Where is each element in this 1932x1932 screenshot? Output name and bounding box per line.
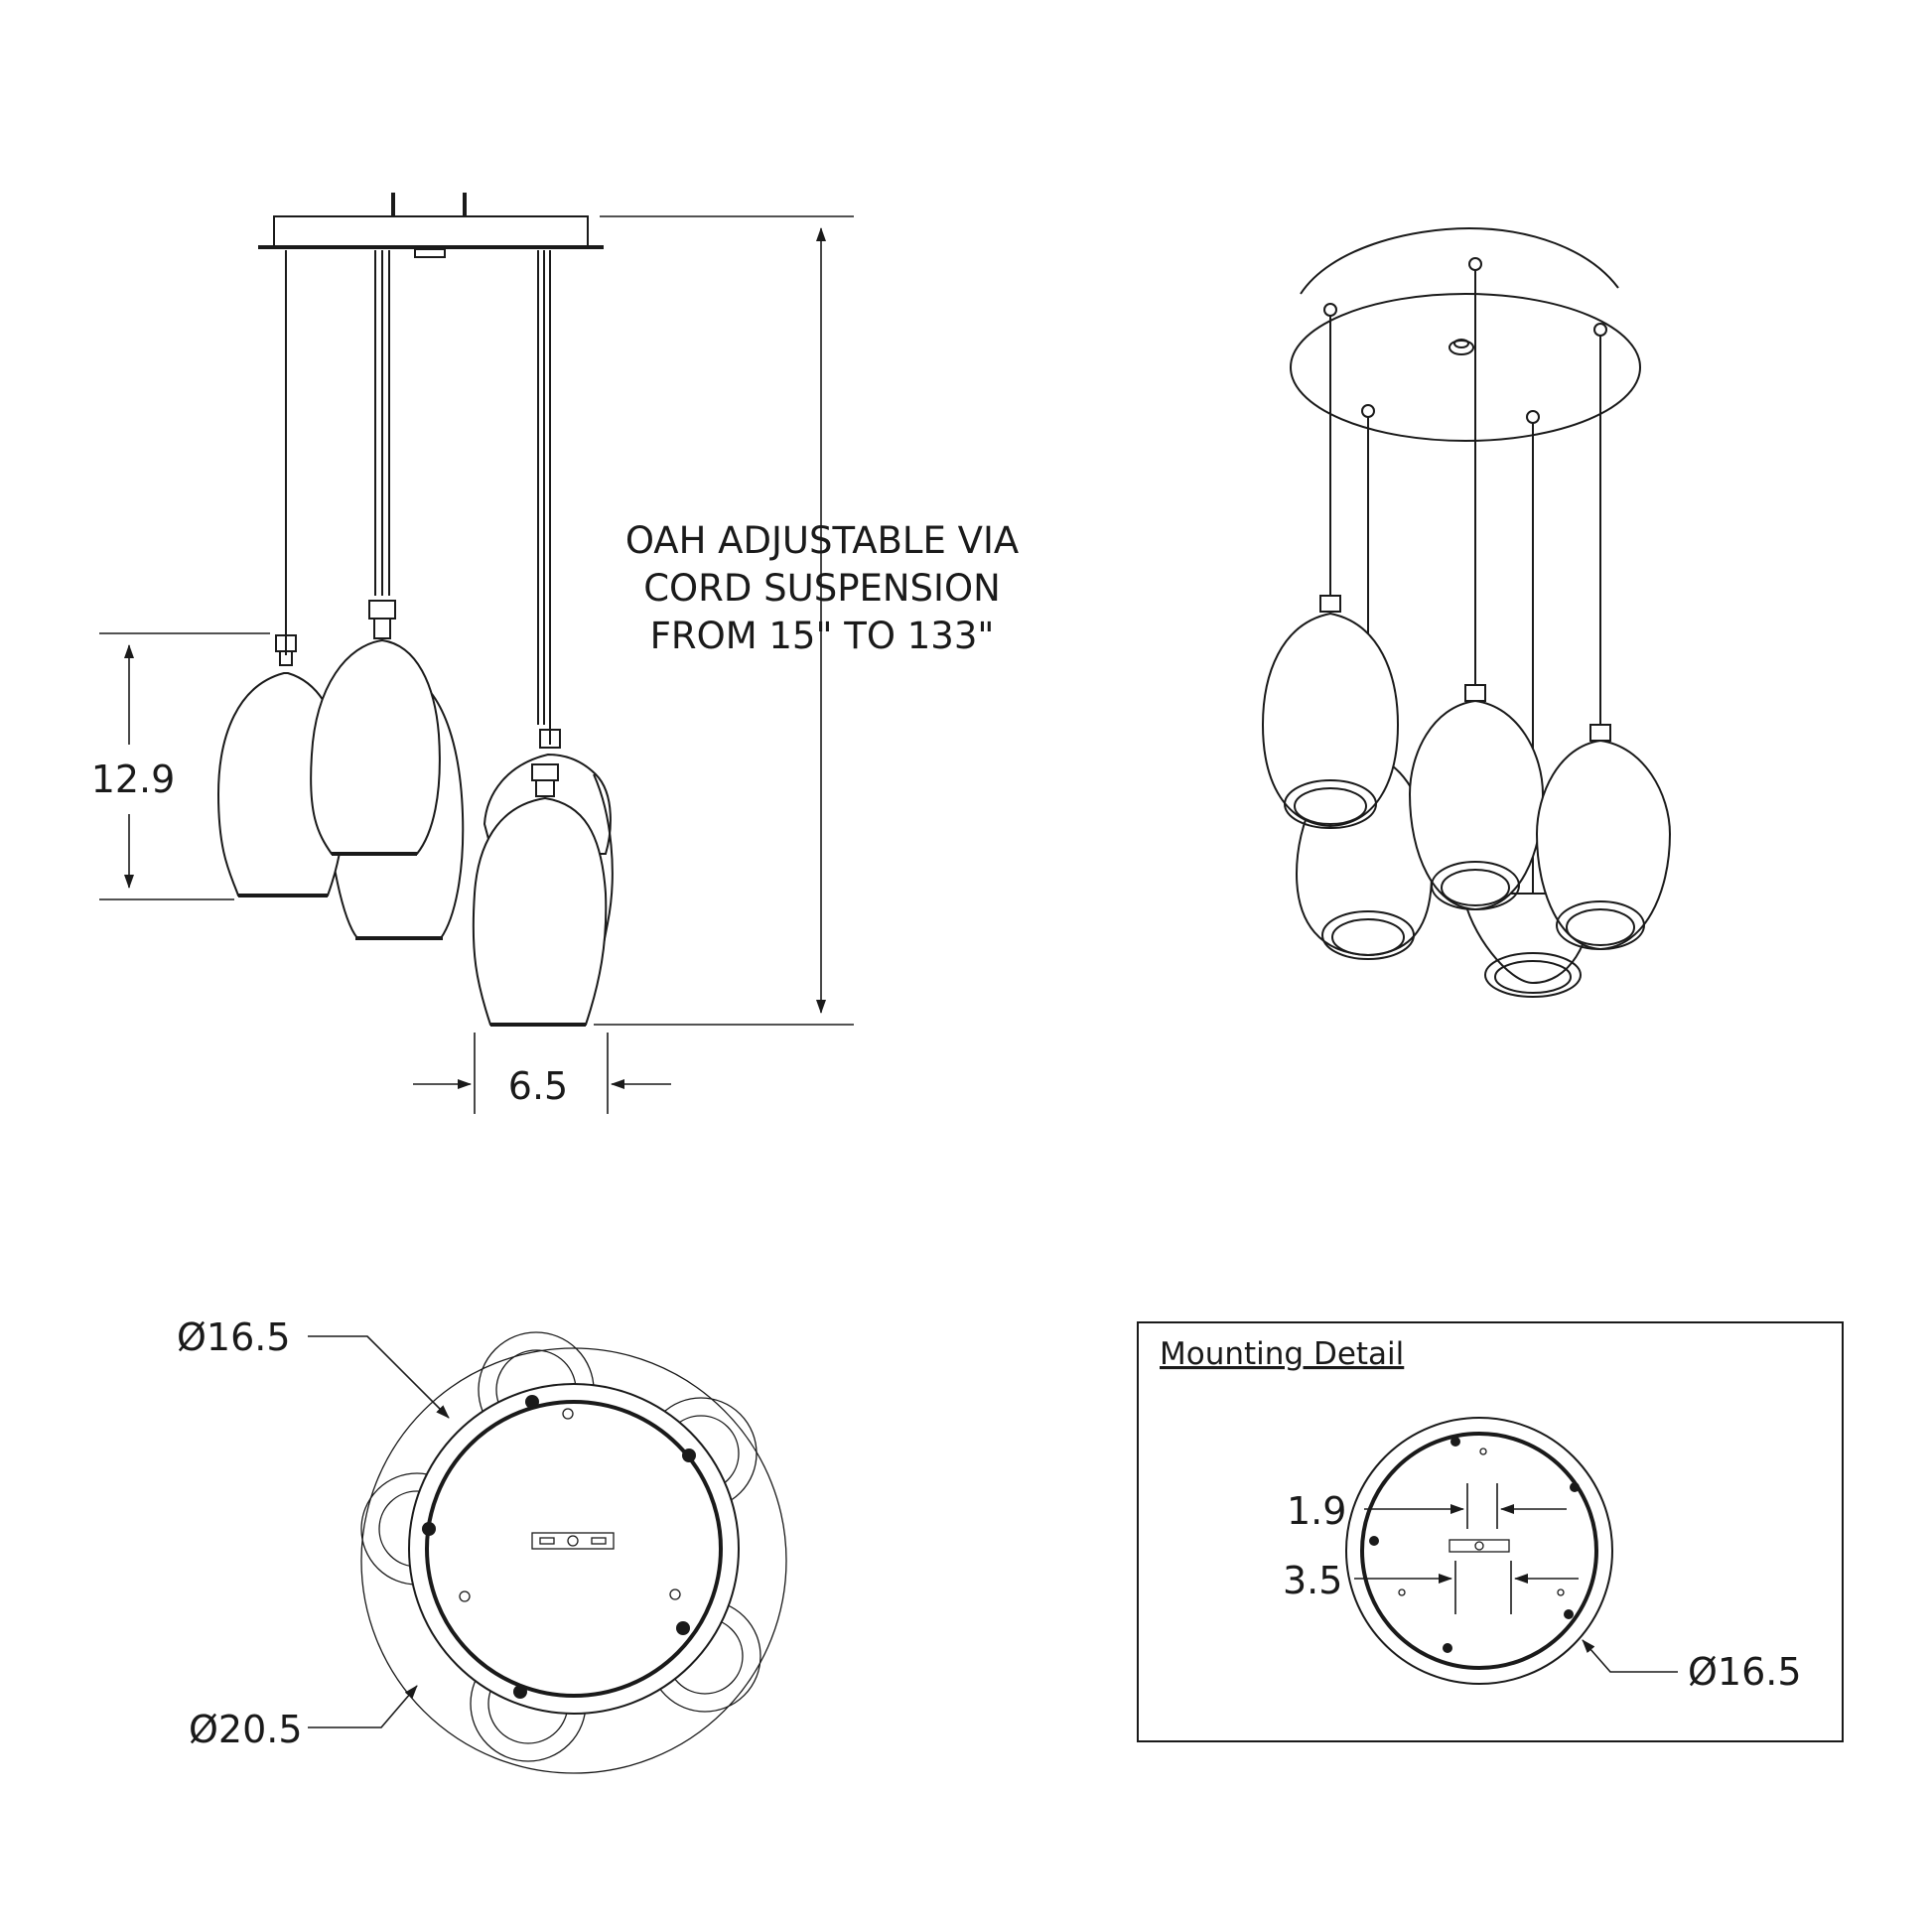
pendant-height-dimension bbox=[99, 632, 270, 900]
bottom-plan-view bbox=[308, 1331, 787, 1774]
mounting-detail-panel bbox=[1137, 1321, 1844, 1742]
detail-canopy-diameter-label: Ø16.5 bbox=[1688, 1650, 1802, 1694]
detail-crossbar bbox=[1449, 1539, 1510, 1553]
side-elevation-view bbox=[99, 193, 854, 1114]
iso-pendant-left bbox=[1261, 595, 1400, 829]
pendant-glass-right-front bbox=[472, 763, 608, 1027]
canopy-disc bbox=[1290, 293, 1641, 442]
suspension-cords bbox=[285, 250, 551, 745]
isometric-view bbox=[1261, 226, 1672, 998]
canopy-screws bbox=[422, 1395, 696, 1699]
pendant-width-dimension bbox=[413, 1033, 671, 1114]
iso-pendant-right bbox=[1535, 724, 1672, 951]
detail-frame bbox=[1137, 1321, 1844, 1742]
overall-diameter-label: Ø20.5 bbox=[189, 1708, 303, 1751]
mounting-detail-title: Mounting Detail bbox=[1160, 1336, 1404, 1372]
pendant-glass-middle bbox=[310, 600, 441, 856]
iso-pendant-center bbox=[1408, 684, 1545, 911]
canopy-diameter-label: Ø16.5 bbox=[177, 1315, 291, 1359]
dim-label-3-5: 3.5 bbox=[1283, 1559, 1342, 1602]
canopy-plate bbox=[258, 193, 604, 258]
oah-note-line-1: OAH ADJUSTABLE VIA bbox=[625, 519, 1019, 562]
oah-note-line-3: FROM 15" TO 133" bbox=[650, 615, 995, 657]
mounting-crossbar bbox=[531, 1532, 615, 1550]
width-dim-label: 6.5 bbox=[508, 1064, 568, 1108]
overall-outline bbox=[360, 1347, 787, 1774]
overall-height-dimension bbox=[594, 215, 854, 1026]
detail-screws bbox=[1369, 1437, 1580, 1653]
oah-note-line-2: CORD SUSPENSION bbox=[643, 567, 1001, 610]
dim-label-1-9: 1.9 bbox=[1287, 1489, 1346, 1533]
height-dim-label: 12.9 bbox=[91, 758, 176, 801]
